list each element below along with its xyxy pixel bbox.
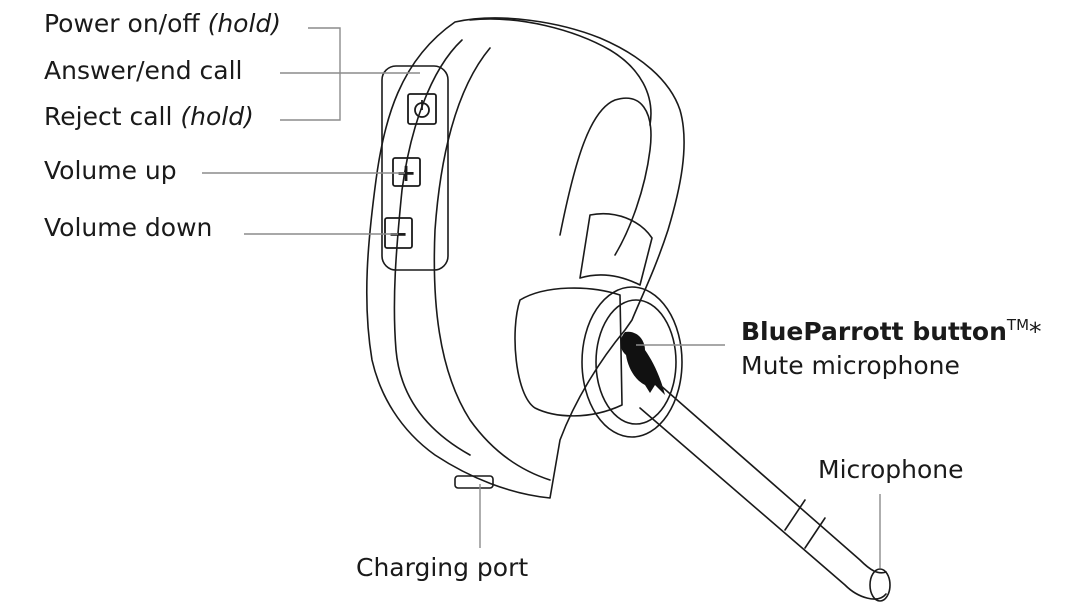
body-inner-edge [433, 47, 551, 481]
volume-down-button[interactable] [384, 217, 413, 249]
label-mute: Mute microphone [741, 351, 960, 380]
parrot-icon [620, 331, 665, 395]
ear-hook-top [469, 18, 652, 126]
mic-tip [869, 568, 891, 602]
mic-boom-lower [639, 407, 887, 600]
plus-glyph: + [396, 159, 416, 187]
mic-band-1 [784, 499, 806, 531]
label-charging: Charging port [356, 553, 529, 582]
label-reject: Reject call (hold) [44, 102, 254, 131]
leader-power [280, 27, 341, 121]
power-button[interactable] [407, 93, 437, 125]
button-panel-rim [393, 39, 471, 456]
ear-hook-band [579, 213, 653, 286]
volume-up-button[interactable] [392, 157, 421, 187]
label-volume-down: Volume down [44, 213, 213, 242]
blueparrott-button-inner [595, 299, 677, 425]
label-volume-up: Volume up [44, 156, 177, 185]
button-strip [381, 65, 449, 271]
ear-hook-inner [559, 97, 652, 256]
label-power: Power on/off (hold) [44, 9, 282, 38]
speaker-housing [514, 287, 623, 417]
charging-port [454, 475, 494, 489]
mic-band-2 [804, 517, 826, 549]
label-answer: Answer/end call [44, 56, 243, 85]
headset-body-outline [365, 17, 685, 499]
mic-boom-upper [659, 384, 887, 574]
label-microphone: Microphone [818, 455, 964, 484]
blueparrott-button-outer[interactable] [581, 286, 683, 438]
label-blueparrott: BlueParrott buttonTM* [741, 316, 1042, 346]
